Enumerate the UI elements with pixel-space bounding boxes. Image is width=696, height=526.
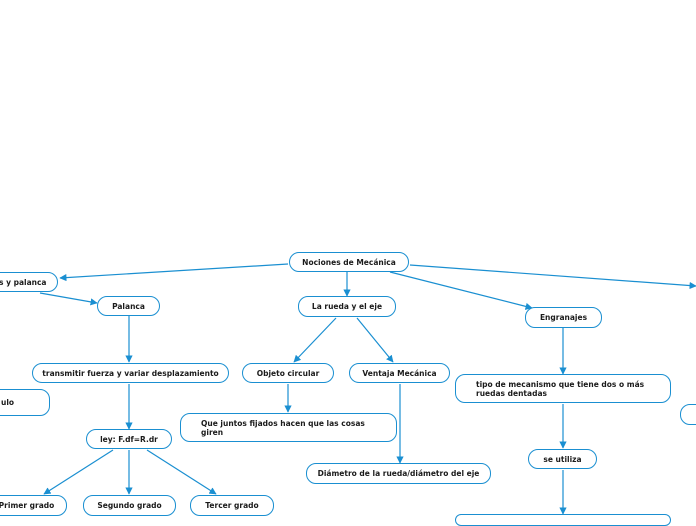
edge-root-engranajes — [389, 271, 533, 310]
node-palanca[interactable]: Palanca — [97, 296, 160, 316]
node-transmitir[interactable]: transmitir fuerza y variar desplazamient… — [32, 363, 229, 383]
node-poleas-palanca[interactable]: s y palanca — [0, 272, 58, 292]
node-se-utiliza[interactable]: se utiliza — [528, 449, 597, 469]
node-ventaja-mecanica[interactable]: Ventaja Mecánica — [349, 363, 450, 383]
edge-rueda-ventaja — [356, 317, 394, 363]
edge-root-poleas — [59, 263, 289, 282]
edge-rueda-objeto — [293, 317, 337, 363]
node-segundo-grado[interactable]: Segundo grado — [83, 495, 176, 516]
node-engranajes[interactable]: Engranajes — [525, 307, 602, 328]
node-diametro[interactable]: Diámetro de la rueda/diámetro del eje — [306, 463, 491, 484]
node-offscreen-right[interactable] — [680, 404, 696, 425]
edge-poleas-palanca — [39, 292, 98, 306]
edge-ley-tercer — [146, 449, 217, 495]
node-juntos-fijados[interactable]: Que juntos fijados hacen que las cosas g… — [180, 413, 397, 442]
node-root[interactable]: Nociones de Mecánica — [289, 252, 409, 272]
node-tipo-mecanismo[interactable]: tipo de mecanismo que tiene dos o más ru… — [455, 374, 671, 403]
node-primer-grado[interactable]: Primer grado — [0, 495, 67, 516]
node-objeto-circular[interactable]: Objeto circular — [242, 363, 334, 383]
node-tercer-grado[interactable]: Tercer grado — [190, 495, 274, 516]
node-ulo[interactable]: ulo — [0, 389, 50, 416]
node-ley[interactable]: ley: F.df=R.dr — [86, 429, 172, 449]
node-rueda-eje[interactable]: La rueda y el eje — [298, 296, 396, 317]
node-offscreen-bottom[interactable] — [455, 514, 671, 526]
edge-ley-primer — [43, 449, 114, 495]
edge-root-offscreen — [409, 264, 696, 290]
